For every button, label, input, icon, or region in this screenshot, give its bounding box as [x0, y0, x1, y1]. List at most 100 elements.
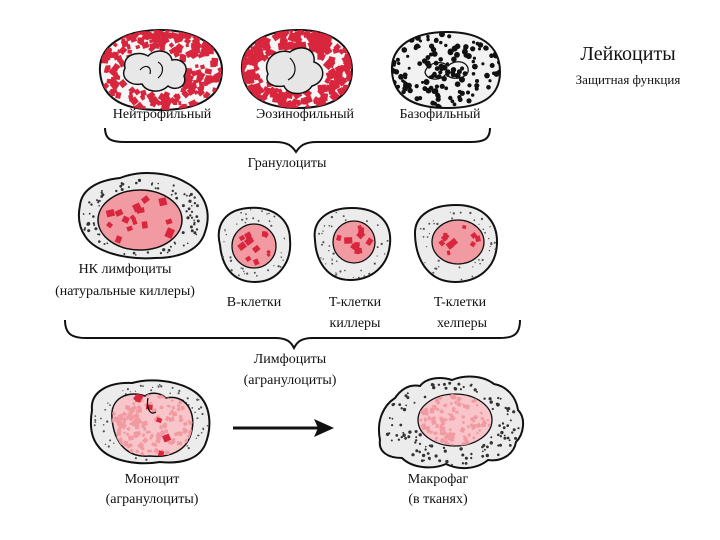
granule [472, 276, 474, 278]
granule [224, 229, 225, 230]
granule [331, 226, 333, 228]
granule [135, 457, 137, 459]
granule [173, 184, 175, 186]
granule [407, 392, 409, 394]
granule [494, 242, 496, 244]
granule [472, 266, 473, 267]
granule [489, 397, 492, 400]
granule [486, 85, 491, 90]
granule [432, 272, 434, 274]
granule [432, 386, 435, 389]
granule [175, 192, 177, 194]
monocyte-cell [91, 380, 210, 463]
granule [466, 91, 470, 95]
granule [158, 385, 159, 386]
granule [478, 224, 479, 225]
granule [457, 69, 462, 74]
granule [414, 441, 416, 443]
granule [139, 207, 145, 213]
granule [402, 432, 404, 434]
granule [256, 275, 258, 277]
granule [404, 437, 407, 440]
granule [336, 212, 338, 214]
granule [345, 219, 347, 221]
granule [408, 430, 411, 433]
granule [83, 229, 85, 231]
granule [266, 213, 268, 215]
transform-arrow [233, 419, 334, 437]
granule [448, 382, 451, 385]
granule [123, 253, 125, 255]
granule [157, 183, 159, 185]
granule [322, 230, 323, 231]
granule [483, 398, 485, 400]
granule [428, 223, 430, 225]
granule [325, 263, 326, 264]
granule [195, 64, 199, 68]
granule [197, 417, 199, 419]
granule [128, 186, 130, 188]
granule [455, 81, 461, 87]
granule [457, 383, 460, 386]
granule [403, 408, 406, 411]
granule [439, 41, 442, 44]
granule [473, 57, 476, 60]
granule [494, 71, 500, 77]
granule [152, 387, 153, 388]
granule [165, 451, 170, 456]
granule [318, 233, 320, 235]
granule [509, 444, 512, 447]
granule [406, 396, 409, 399]
granule [452, 46, 458, 52]
granule [405, 405, 407, 407]
granule [467, 83, 471, 87]
granule [401, 436, 403, 438]
granule [104, 243, 106, 245]
granule [343, 215, 345, 217]
granule [135, 182, 138, 185]
granule [458, 97, 463, 102]
granule [284, 238, 285, 239]
granule [444, 450, 447, 453]
granule [463, 435, 466, 437]
granule [335, 272, 336, 273]
granule [465, 457, 468, 460]
granule [146, 431, 149, 434]
granule [500, 431, 503, 434]
granule [389, 417, 391, 419]
granule [433, 220, 434, 221]
granule [500, 435, 502, 437]
granule [438, 266, 439, 267]
granule [511, 431, 513, 433]
granule [172, 438, 175, 441]
granule [478, 48, 481, 51]
granule [243, 271, 244, 272]
granule [193, 222, 195, 224]
granule [182, 231, 185, 234]
granule [324, 40, 330, 46]
granule [444, 86, 448, 90]
granule [374, 263, 376, 265]
granule [103, 430, 105, 432]
granule [93, 222, 95, 224]
granule [99, 200, 101, 202]
granule [194, 412, 196, 414]
granule [429, 445, 431, 447]
granule [422, 58, 427, 63]
granule [407, 435, 410, 438]
granule [191, 211, 193, 213]
granule [151, 184, 153, 186]
granule [171, 194, 173, 196]
b-cell-label: B-клетки [227, 295, 282, 310]
granule [436, 94, 440, 98]
granule [434, 38, 439, 43]
granule [322, 241, 324, 243]
granule [476, 391, 478, 393]
granule [426, 426, 430, 430]
granule [357, 248, 362, 254]
granule [421, 459, 424, 462]
granule [454, 52, 460, 58]
granule [190, 193, 193, 196]
granule [98, 205, 100, 207]
